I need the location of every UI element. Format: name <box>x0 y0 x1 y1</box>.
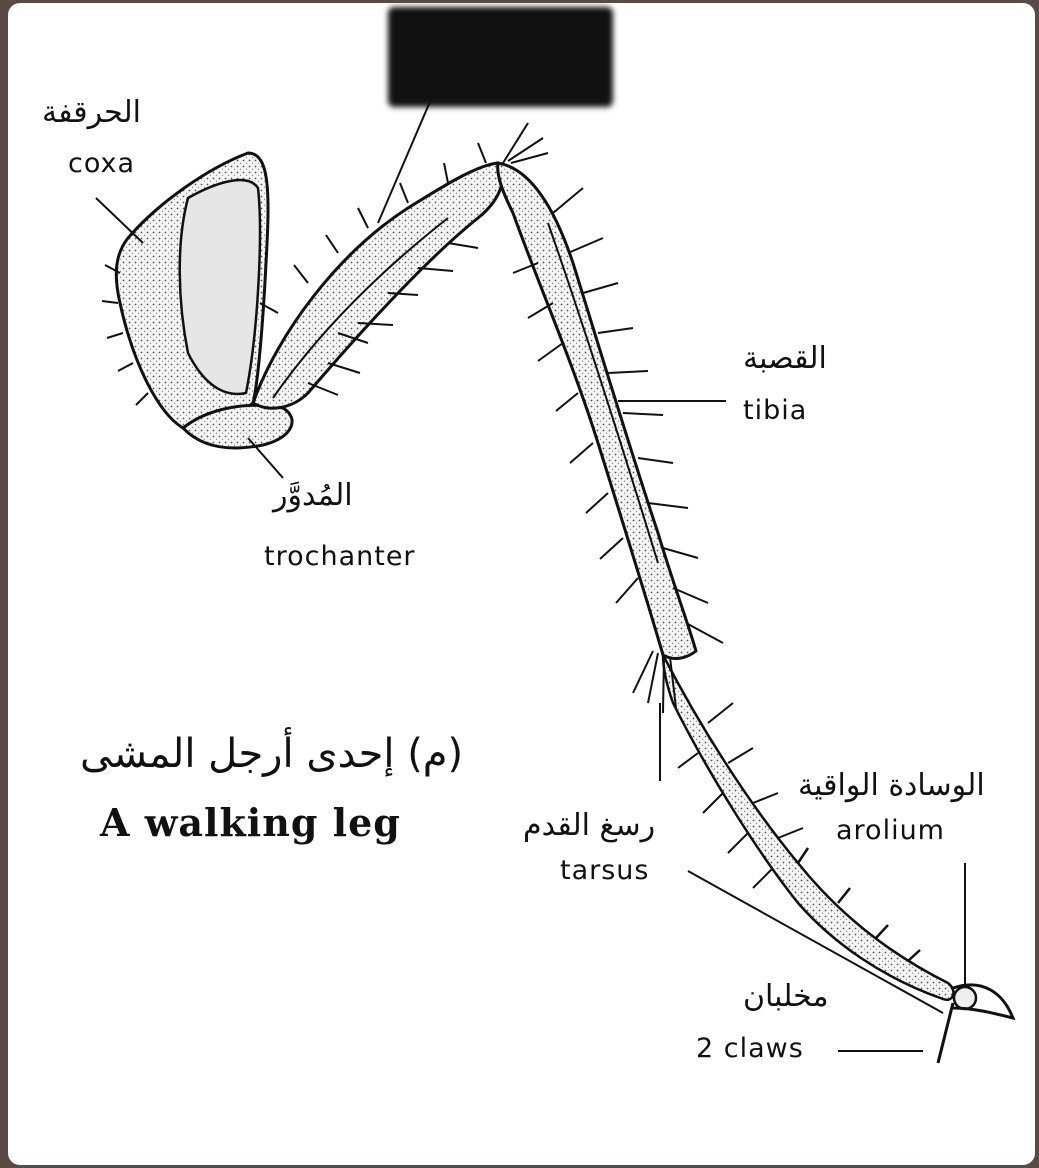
arolium-shape <box>952 985 978 1011</box>
redacted-label-block <box>388 7 613 107</box>
coxa-inner-plate <box>178 178 262 396</box>
coxa-label-en: coxa <box>68 148 136 179</box>
leader-lines <box>95 82 966 1052</box>
femur-leader <box>377 82 439 224</box>
trochanter-shape <box>180 403 294 450</box>
coxa-label-ar: الحرقفة <box>42 95 141 130</box>
figure-caption-ar: (م) إحدى أرجل المشى <box>80 731 464 777</box>
tarsus-label-en: tarsus <box>560 855 650 886</box>
arolium-label-en: arolium <box>836 815 945 846</box>
tibia-shape <box>496 161 698 660</box>
claws-label-en: 2 claws <box>696 1033 804 1064</box>
tarsus-leader <box>687 870 944 1014</box>
insect-leg-diagram <box>95 82 1016 1064</box>
claws-shape <box>936 983 1016 1064</box>
coxa-leader <box>95 197 144 244</box>
tibia-label-en: tibia <box>743 395 808 426</box>
bristles <box>101 122 804 889</box>
tarsus-label-ar: رسغ القدم <box>523 808 656 843</box>
claws-label-ar: مخلبان <box>743 979 829 1014</box>
trochanter-leader <box>247 437 284 479</box>
femur-shape <box>251 161 505 410</box>
tibia-label-ar: القصبة <box>743 341 827 376</box>
tarsus-shape <box>661 654 955 1002</box>
figure-frame: الحرقفة coxa المُدوَّر trochanter القصبة… <box>8 3 1035 1165</box>
figure-caption-en: A walking leg <box>100 800 401 845</box>
trochanter-label-en: trochanter <box>264 541 416 572</box>
trochanter-label-ar: المُدوَّر <box>273 478 353 513</box>
arolium-label-ar: الوسادة الواقية <box>798 768 985 803</box>
